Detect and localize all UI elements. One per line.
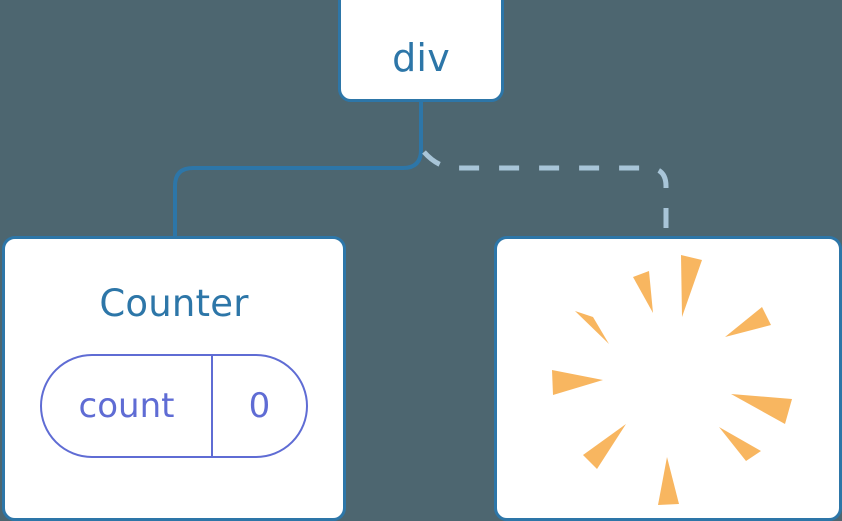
edge-div-to-counter [173,94,423,242]
node-div[interactable]: div [338,0,504,102]
node-counter-label: Counter [99,282,249,325]
edge-layer [173,94,669,242]
node-counter[interactable]: Counter count 0 [2,236,346,521]
state-pill-divider [211,356,213,456]
state-pill-key: count [78,386,175,426]
node-sparkle[interactable] [494,236,842,521]
sparkle-burst-icon [552,255,792,505]
state-pill-count[interactable]: count 0 [40,354,308,458]
node-div-label: div [392,36,450,80]
state-pill-value: 0 [248,386,271,426]
edge-div-to-sparkle [422,150,669,240]
